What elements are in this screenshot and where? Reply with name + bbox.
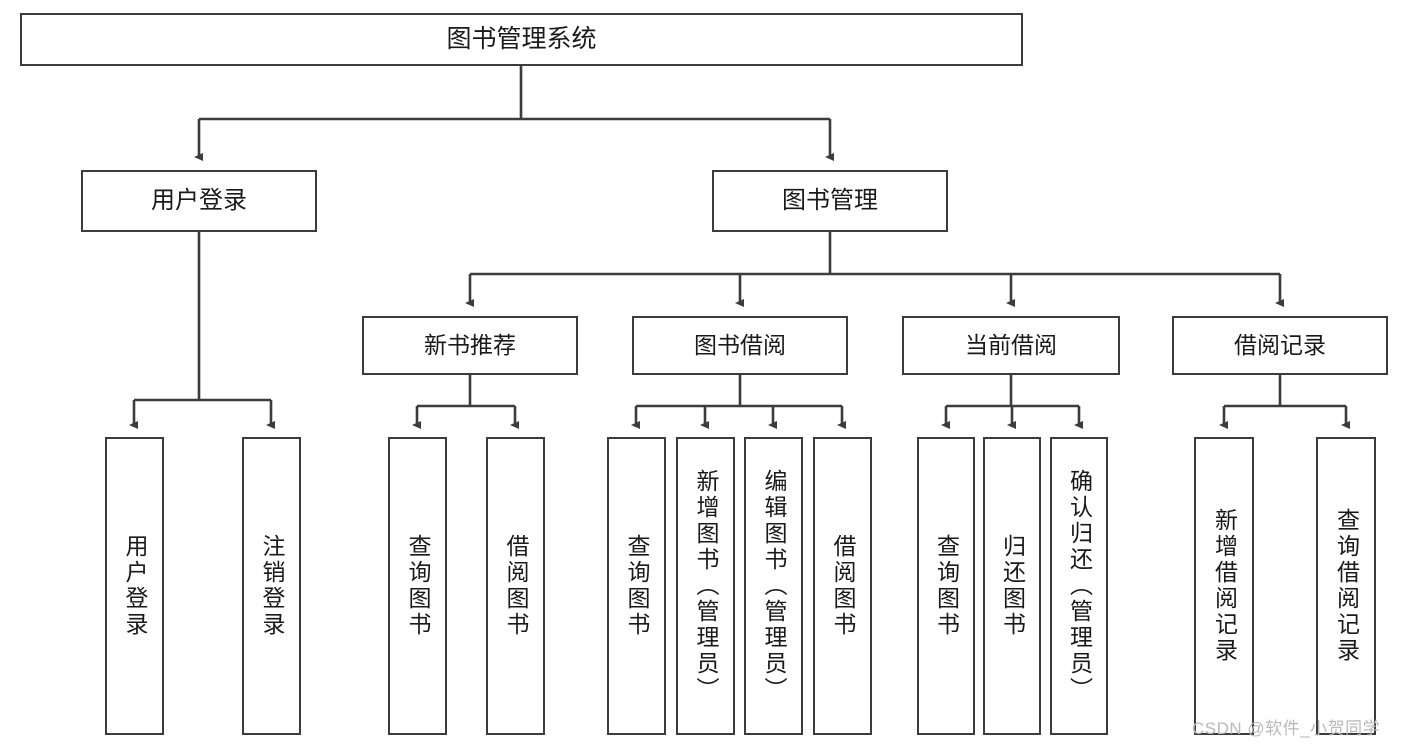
node-leaf-borrow-add-book-label: 新增图书（管理员） [693, 469, 719, 703]
node-leaf-rec-add-record[interactable]: 新增借阅记录 [1194, 437, 1254, 735]
node-current-borrow-label: 当前借阅 [965, 332, 1057, 359]
node-new-book-rec-label: 新书推荐 [424, 332, 516, 359]
node-leaf-borrow-query-book-label: 查询图书 [624, 534, 650, 638]
node-leaf-user-logout-label: 注销登录 [259, 534, 285, 638]
node-borrow-record-label: 借阅记录 [1234, 332, 1326, 359]
node-leaf-cur-confirm-return-label: 确认归还（管理员） [1066, 469, 1093, 703]
node-user-login[interactable]: 用户登录 [81, 170, 317, 232]
node-leaf-user-login-label: 用户登录 [122, 534, 148, 638]
node-leaf-user-login[interactable]: 用户登录 [105, 437, 164, 735]
node-leaf-cur-confirm-return[interactable]: 确认归还（管理员） [1050, 437, 1108, 735]
watermark: CSDN @软件_小贺同学 [1192, 719, 1381, 738]
node-book-manage-label: 图书管理 [782, 187, 878, 215]
node-root[interactable]: 图书管理系统 [20, 13, 1023, 66]
node-current-borrow[interactable]: 当前借阅 [902, 316, 1120, 375]
node-leaf-borrow-query-book[interactable]: 查询图书 [607, 437, 666, 735]
node-leaf-user-logout[interactable]: 注销登录 [242, 437, 301, 735]
node-book-borrow[interactable]: 图书借阅 [632, 316, 848, 375]
node-borrow-record[interactable]: 借阅记录 [1172, 316, 1388, 375]
node-leaf-rec-query-record-label: 查询借阅记录 [1333, 508, 1360, 664]
node-leaf-borrow-add-book[interactable]: 新增图书（管理员） [676, 437, 735, 735]
node-leaf-rec-query-book[interactable]: 查询图书 [388, 437, 447, 735]
node-book-manage[interactable]: 图书管理 [712, 170, 948, 232]
node-leaf-rec-borrow-book[interactable]: 借阅图书 [486, 437, 545, 735]
node-leaf-borrow-borrow-book-label: 借阅图书 [830, 534, 856, 638]
node-leaf-cur-query-book[interactable]: 查询图书 [917, 437, 975, 735]
node-root-label: 图书管理系统 [446, 25, 597, 54]
node-user-login-label: 用户登录 [151, 187, 247, 215]
node-leaf-cur-query-book-label: 查询图书 [933, 534, 960, 638]
node-leaf-rec-borrow-book-label: 借阅图书 [503, 534, 529, 638]
node-leaf-cur-return-book[interactable]: 归还图书 [983, 437, 1041, 735]
node-book-borrow-label: 图书借阅 [694, 332, 786, 359]
node-leaf-borrow-edit-book-label: 编辑图书（管理员） [761, 469, 787, 703]
node-leaf-cur-return-book-label: 归还图书 [999, 534, 1026, 638]
node-new-book-rec[interactable]: 新书推荐 [362, 316, 578, 375]
node-leaf-rec-query-record[interactable]: 查询借阅记录 [1316, 437, 1376, 735]
node-leaf-rec-add-record-label: 新增借阅记录 [1211, 508, 1238, 664]
node-leaf-borrow-borrow-book[interactable]: 借阅图书 [813, 437, 872, 735]
node-leaf-rec-query-book-label: 查询图书 [405, 534, 431, 638]
node-leaf-borrow-edit-book[interactable]: 编辑图书（管理员） [744, 437, 803, 735]
